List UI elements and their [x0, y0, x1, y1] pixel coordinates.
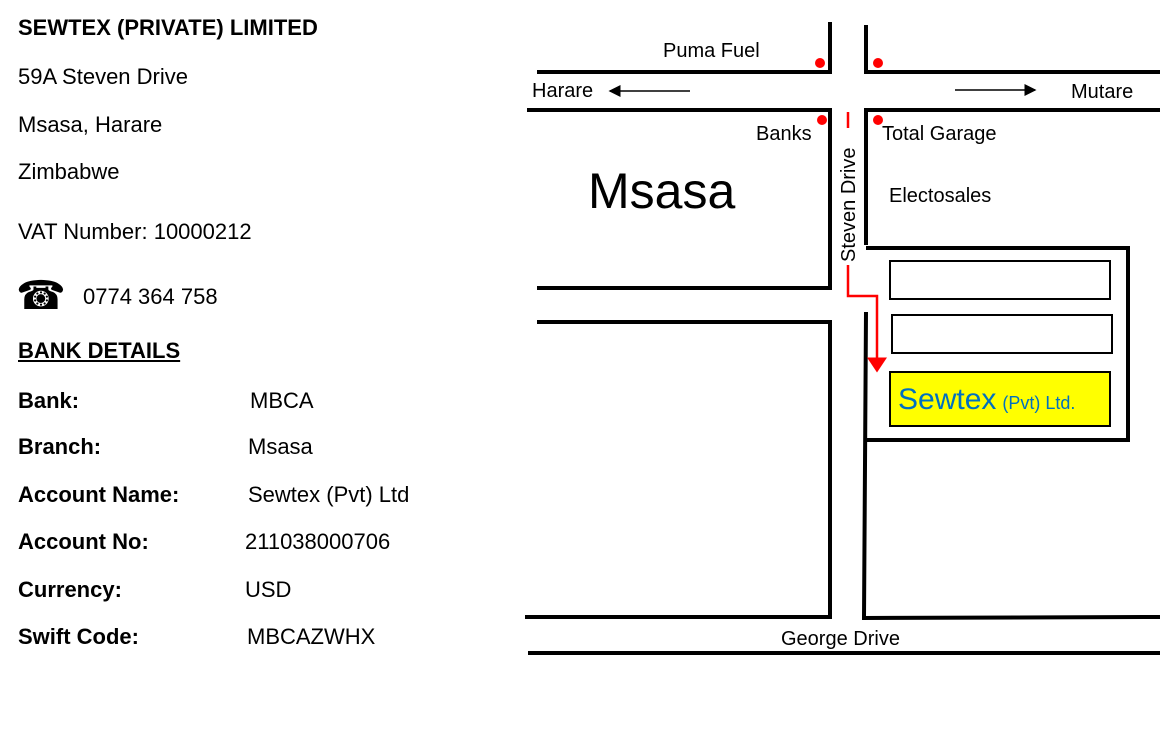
- harare-label: Harare: [532, 80, 593, 102]
- banks-label: Banks: [756, 123, 812, 145]
- total-garage-label: Total Garage: [882, 123, 997, 145]
- swift-value: MBCAZWHX: [247, 624, 376, 649]
- currency-value: USD: [245, 577, 292, 602]
- building-box: [891, 314, 1113, 354]
- swift-label: Swift Code:: [18, 624, 139, 649]
- route-arrow: [846, 265, 887, 373]
- address-line-1: 59A Steven Drive: [18, 64, 188, 89]
- bank-details-heading: BANK DETAILS: [18, 338, 181, 363]
- phone-number: 0774 364 758: [83, 284, 218, 309]
- sewtex-name: Sewtex: [898, 383, 996, 416]
- company-name: SEWTEX (PRIVATE) LIMITED: [18, 15, 318, 40]
- account-name-value: Sewtex (Pvt) Ltd: [248, 482, 410, 507]
- landmark-dots: [815, 58, 883, 125]
- account-name-label: Account Name:: [18, 482, 180, 507]
- telephone-icon: ☎: [16, 274, 66, 318]
- bank-label: Bank:: [18, 388, 80, 413]
- account-no-label: Account No:: [18, 529, 149, 554]
- mutare-label: Mutare: [1071, 81, 1133, 103]
- account-no-value: 211038000706: [245, 529, 391, 554]
- sewtex-map-label: Sewtex (Pvt) Ltd.: [898, 383, 1075, 416]
- roads: [525, 22, 1161, 655]
- branch-value: Msasa: [248, 434, 313, 459]
- steven-drive-label: Steven Drive: [838, 148, 860, 263]
- branch-label: Branch:: [18, 434, 102, 459]
- electosales-label: Electosales: [889, 185, 991, 207]
- george-drive-label: George Drive: [781, 628, 900, 650]
- sewtex-suffix: (Pvt) Ltd.: [1002, 393, 1075, 413]
- address-country: Zimbabwe: [18, 159, 120, 184]
- building-box: [889, 260, 1111, 300]
- currency-label: Currency:: [18, 577, 122, 602]
- puma-fuel-label: Puma Fuel: [663, 40, 760, 62]
- msasa-label: Msasa: [588, 163, 735, 219]
- bank-value: MBCA: [250, 388, 314, 413]
- vat-number: VAT Number: 10000212: [18, 219, 252, 244]
- address-line-2: Msasa, Harare: [18, 112, 163, 137]
- sewtex-building: [889, 371, 1111, 427]
